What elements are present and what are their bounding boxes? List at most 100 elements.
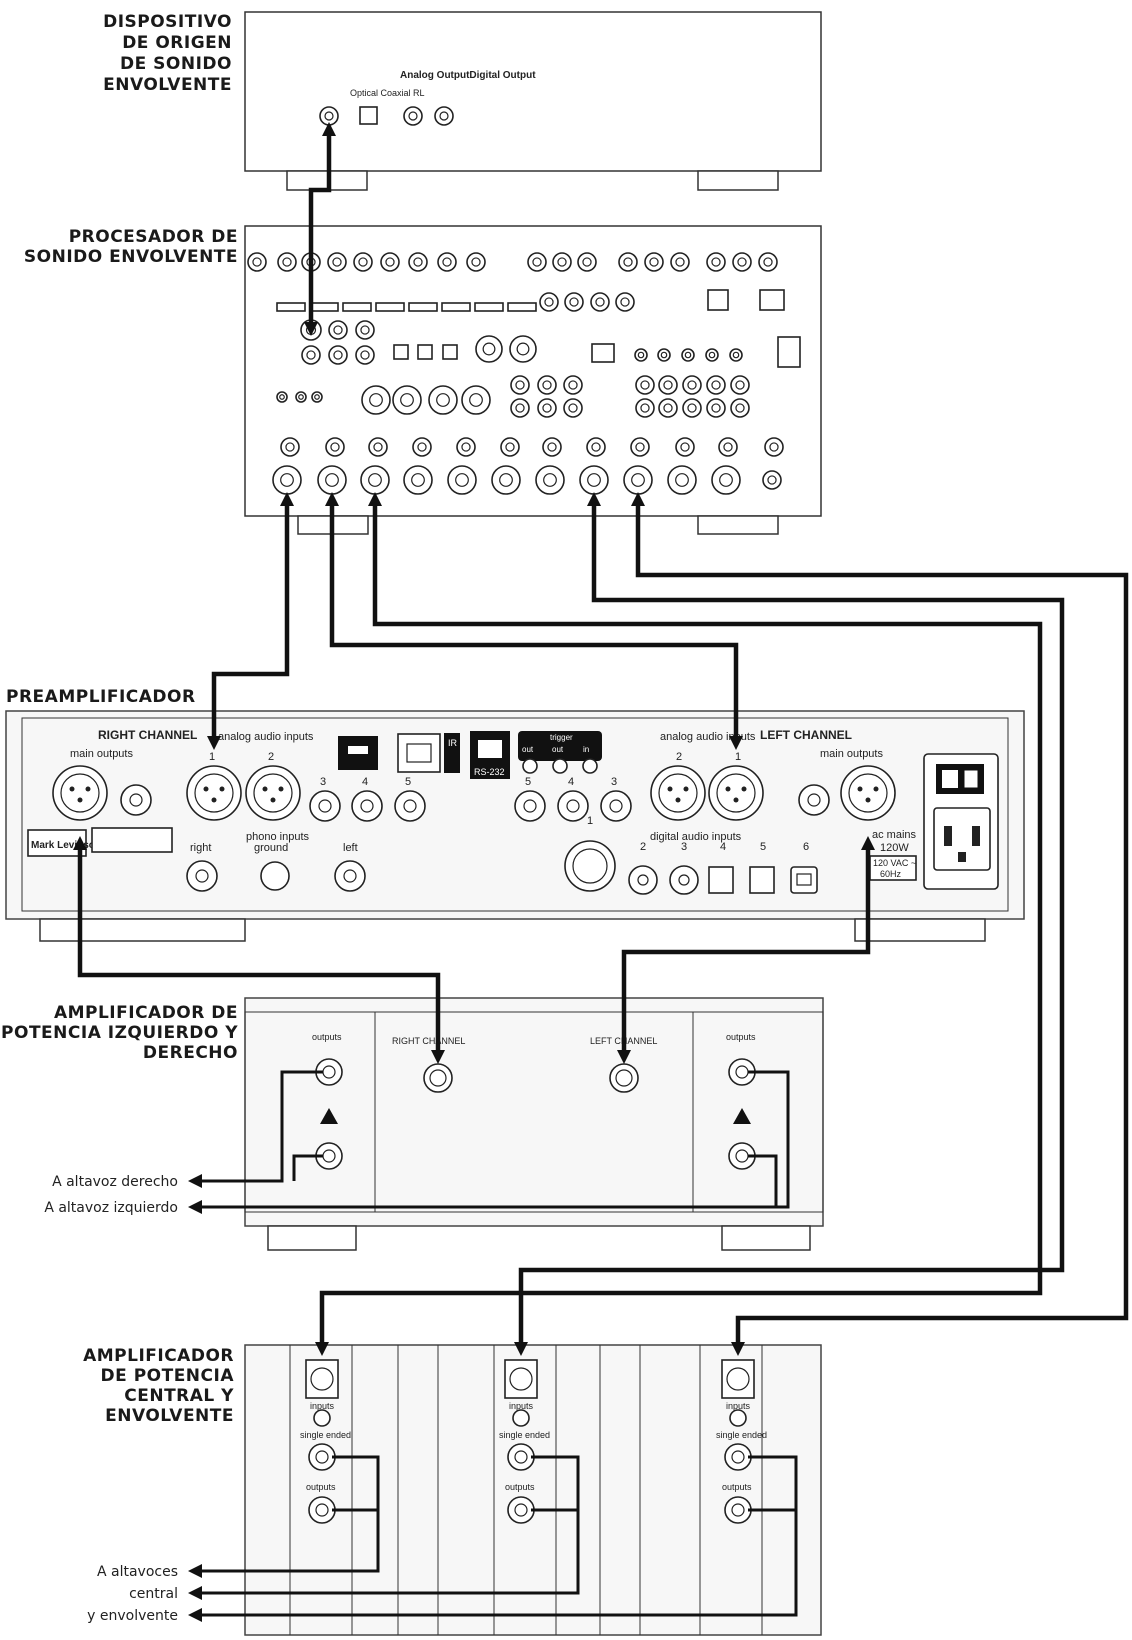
digital-num-3: 3	[681, 841, 687, 853]
jack-center	[332, 257, 342, 267]
jack-center	[623, 257, 633, 267]
jack-center	[469, 393, 483, 407]
processor-optical-port[interactable]	[707, 289, 729, 311]
digital-input-5-optical[interactable]	[749, 866, 775, 894]
processor-hdmi-port[interactable]	[441, 302, 471, 312]
processor-jacks	[247, 252, 801, 495]
terminal-center	[514, 1450, 528, 1464]
center-amp-rca-input[interactable]	[512, 1409, 530, 1427]
cable-center	[319, 498, 1043, 1350]
processor-hdmi-port[interactable]	[342, 302, 372, 312]
jack-center	[368, 473, 382, 487]
processor-hdmi-port[interactable]	[507, 302, 537, 312]
trigger-out-2[interactable]	[552, 758, 568, 774]
jack-center	[684, 351, 692, 359]
preamp-in-num-r3: 3	[320, 776, 326, 788]
cable-preamp-left-out	[621, 842, 871, 1058]
jack-center	[557, 257, 567, 267]
jack-center	[719, 473, 733, 487]
jack-center	[282, 257, 292, 267]
ac-voltage-label: 120 VAC ~	[873, 858, 916, 868]
jack-center	[737, 257, 747, 267]
jack-center	[649, 257, 659, 267]
jack-center	[675, 257, 685, 267]
label-source-line1: DISPOSITIVO	[103, 12, 232, 32]
processor-optical-input[interactable]	[417, 344, 433, 360]
jack-center	[635, 442, 645, 452]
label-center-amp-line2: DE POTENCIA	[101, 1366, 235, 1386]
jack-center	[306, 350, 316, 360]
speaker-labels: A altavoz derecho A altavoz izquierdo A …	[44, 1174, 178, 1624]
jack-center	[442, 257, 452, 267]
trigger-out-1[interactable]	[522, 758, 538, 774]
rs232-label: RS-232	[474, 767, 505, 777]
jack-center	[436, 393, 450, 407]
jack-center	[499, 473, 513, 487]
processor-hdmi-port[interactable]	[276, 302, 306, 312]
center-amp-rca-input[interactable]	[313, 1409, 331, 1427]
processor-optical-input[interactable]	[442, 344, 458, 360]
processor-hdmi-port[interactable]	[474, 302, 504, 312]
jack-center	[330, 442, 340, 452]
jack-center	[660, 351, 668, 359]
jack-center	[680, 442, 690, 452]
jack-center	[767, 475, 777, 485]
processor-hdmi-port[interactable]	[309, 302, 339, 312]
jack-center	[769, 442, 779, 452]
phono-ground-post[interactable]	[260, 861, 290, 891]
jack-center	[631, 473, 645, 487]
label-source-line2: DE ORIGEN	[122, 33, 232, 53]
center-amp-rca-input[interactable]	[729, 1409, 747, 1427]
cable-preamp-right-out	[77, 842, 441, 1058]
cable-proc-right-to-preamp	[211, 498, 290, 744]
processor-ac-inlet[interactable]	[777, 336, 801, 368]
ac-inlet[interactable]	[933, 807, 991, 871]
digital-num-2: 2	[640, 841, 646, 853]
trigger-out-2-label: out	[552, 745, 564, 754]
label-preamp: PREAMPLIFICADOR	[6, 687, 196, 707]
preamp-in-num-r4: 4	[362, 776, 368, 788]
processor-optical-input[interactable]	[393, 344, 409, 360]
jack-center	[582, 257, 592, 267]
jack-center	[723, 442, 733, 452]
ir-label: IR	[448, 738, 458, 748]
jack-center	[515, 403, 525, 413]
trigger-in[interactable]	[582, 758, 598, 774]
jack-center	[369, 393, 383, 407]
processor-hdmi-port[interactable]	[408, 302, 438, 312]
label-lr-amp-line2: POTENCIA IZQUIERDO Y	[1, 1023, 238, 1043]
xlr-face	[726, 1367, 750, 1391]
phono-inputs-label: phono inputs	[246, 831, 309, 843]
preamp-in-num-r5: 5	[405, 776, 411, 788]
brand-text: Mark Levinson	[31, 840, 101, 851]
digital-input-4-optical[interactable]	[708, 866, 734, 894]
preamp-in-num-l1: 1	[735, 751, 741, 763]
processor-rs232-port[interactable]	[591, 343, 615, 363]
terminal-center	[514, 1503, 528, 1517]
terminal-center	[731, 1503, 745, 1517]
center-amp-outputs-label: outputs	[306, 1482, 336, 1492]
jack-center	[298, 394, 304, 400]
processor-hdmi-port[interactable]	[375, 302, 405, 312]
jack-center	[542, 403, 552, 413]
jack-center	[373, 442, 383, 452]
jack-center	[385, 257, 395, 267]
cable-proc-left-to-preamp	[329, 498, 739, 744]
cables	[73, 122, 1129, 1622]
wire-surround-right-speaker	[200, 1455, 580, 1595]
preamp-left-channel: LEFT CHANNEL	[760, 728, 852, 742]
label-source-line3: DE SONIDO	[120, 54, 232, 74]
speaker-center-label-3: y envolvente	[87, 1608, 178, 1624]
source-connector-labels: Optical Coaxial RL	[350, 88, 425, 98]
jack-center	[663, 403, 673, 413]
jack-center	[279, 394, 285, 400]
ir-port[interactable]	[444, 733, 460, 773]
jack-center	[687, 403, 697, 413]
source-optical-output[interactable]	[359, 106, 378, 125]
surround-processor	[244, 225, 822, 535]
processor-ethernet-port[interactable]	[759, 289, 785, 311]
center-amp-single-ended-label: single ended	[716, 1430, 767, 1440]
center-amp-outputs-label: outputs	[505, 1482, 535, 1492]
jack-center	[591, 442, 601, 452]
